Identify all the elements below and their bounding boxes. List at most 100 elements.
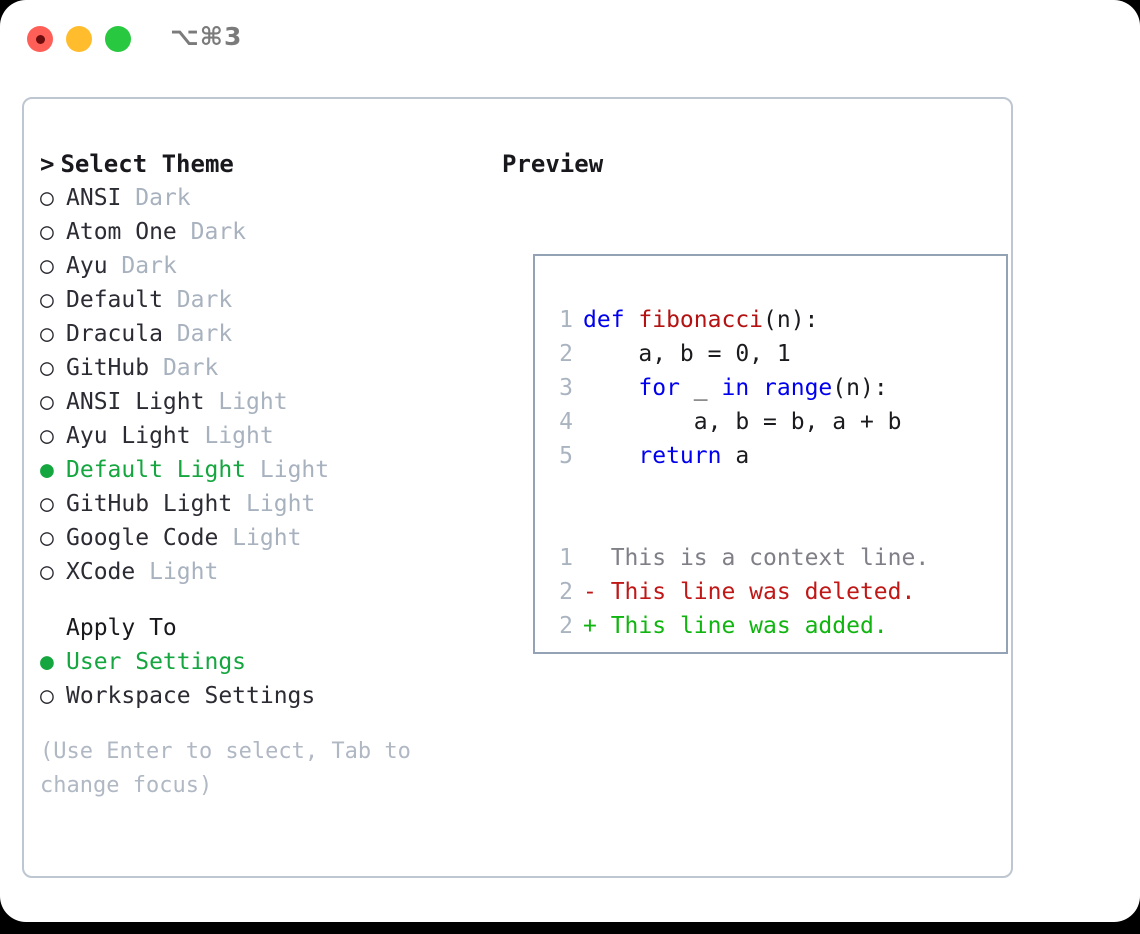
theme-list-heading: >Select Theme	[40, 147, 490, 181]
radio-icon: ○	[40, 287, 54, 313]
theme-list-column: >Select Theme ○ ANSI Dark ○ Atom One Dark …	[40, 147, 490, 803]
code-line: 1 def fibonacci(n):	[549, 303, 929, 337]
close-button[interactable]	[27, 26, 53, 52]
theme-option-label: Atom One	[66, 219, 177, 245]
title-bar: ⌥⌘3	[0, 0, 1140, 78]
theme-option-tag: Dark	[135, 185, 191, 211]
radio-icon-selected: ●	[40, 649, 54, 675]
theme-option-tag: Dark	[162, 355, 219, 381]
code-token: def	[583, 307, 639, 333]
line-number: 2	[559, 613, 573, 639]
apply-to-option-workspace-settings[interactable]: ○ Workspace Settings	[40, 679, 490, 713]
theme-list: ○ ANSI Dark ○ Atom One Dark ○ Ayu Dark ○ Def…	[40, 181, 490, 589]
minimize-button[interactable]	[66, 26, 92, 52]
code-line: 3 for _ in range(n):	[549, 371, 929, 405]
theme-option-label: XCode	[66, 559, 136, 585]
code-token	[583, 443, 638, 469]
diff-text: This line was added.	[596, 613, 888, 639]
theme-option-label: Google Code	[66, 525, 219, 551]
code-token: _	[679, 375, 722, 401]
keyboard-hint-text: (Use Enter to select, Tab to change focu…	[40, 739, 425, 798]
theme-option-tag: Light	[218, 389, 288, 415]
theme-option-label: Ayu Light	[66, 423, 191, 449]
theme-option-label: Default	[66, 287, 163, 313]
theme-option-ayu-light[interactable]: ○ Ayu Light Light	[40, 419, 490, 453]
hint-spacer	[40, 713, 490, 735]
line-number: 2	[559, 579, 573, 605]
code-line: 2 a, b = 0, 1	[549, 337, 929, 371]
theme-option-label: ANSI	[66, 185, 122, 211]
theme-option-atom-one-dark[interactable]: ○Atom One Dark	[40, 215, 490, 249]
theme-option-tag: Light	[204, 423, 274, 449]
theme-option-default-dark[interactable]: ○ Default Dark	[40, 283, 490, 317]
theme-option-ansi-dark[interactable]: ○ ANSI Dark	[40, 181, 490, 215]
theme-option-tag: Dark	[121, 253, 177, 279]
caret-icon: >	[40, 150, 55, 178]
apply-to-option-user-settings[interactable]: ● User Settings	[40, 645, 490, 679]
theme-option-label: Ayu	[66, 253, 108, 279]
diff-sign: -	[583, 579, 597, 605]
radio-icon: ○	[40, 423, 54, 449]
diff-sign: +	[583, 613, 597, 639]
code-token: return	[638, 443, 722, 469]
theme-option-label: Dracula	[66, 321, 163, 347]
radio-icon: ○	[40, 185, 54, 211]
diff-line-context: 1 This is a context line.	[549, 541, 929, 575]
theme-option-dracula-dark[interactable]: ○Dracula Dark	[40, 317, 490, 351]
code-token: for	[638, 375, 680, 401]
code-token	[583, 375, 638, 401]
theme-option-github-light[interactable]: ○GitHub Light Light	[40, 487, 490, 521]
theme-option-ansi-light[interactable]: ○ANSI Light Light	[40, 385, 490, 419]
apply-to-option-label: Workspace Settings	[66, 683, 316, 709]
theme-option-tag: Light	[232, 525, 302, 551]
theme-option-tag: Dark	[176, 287, 233, 313]
theme-option-google-code[interactable]: ○ Google Code Light	[40, 521, 490, 555]
radio-icon: ○	[40, 525, 54, 551]
diff-sign	[583, 545, 597, 571]
theme-option-github-dark[interactable]: ○ GitHub Dark	[40, 351, 490, 385]
window-controls	[27, 26, 131, 52]
theme-option-label: ANSI Light	[66, 389, 205, 415]
apply-to-list: ● User Settings ○ Workspace Settings	[40, 645, 490, 713]
code-line: 4 a, b = b, a + b	[549, 405, 929, 439]
code-line: 5 return a	[549, 439, 929, 473]
section-spacer	[40, 589, 490, 611]
code-token: (n):	[763, 307, 819, 333]
radio-icon: ○	[40, 321, 54, 347]
line-number: 2	[559, 341, 573, 367]
page-title: Select Theme	[60, 150, 234, 178]
radio-icon: ○	[40, 219, 54, 245]
theme-option-label: Default Light	[66, 457, 247, 483]
theme-option-label: GitHub	[66, 355, 150, 381]
theme-option-default-light[interactable]: ●Default Light Light	[40, 453, 490, 487]
code-token: a, b = 0, 1	[583, 341, 791, 367]
theme-selector-panel: >Select Theme ○ ANSI Dark ○ Atom One Dark …	[22, 97, 1013, 878]
diff-text: This line was deleted.	[596, 579, 916, 605]
theme-option-tag: Light	[149, 559, 219, 585]
line-number: 3	[559, 375, 573, 401]
apply-to-heading: Apply To	[66, 615, 177, 641]
code-token: fibonacci	[638, 307, 764, 333]
radio-icon: ○	[40, 355, 54, 381]
keyboard-shortcut-label: ⌥⌘3	[170, 22, 243, 51]
code-token: in	[721, 375, 750, 401]
theme-option-ayu-dark[interactable]: ○ Ayu Dark	[40, 249, 490, 283]
line-number: 4	[559, 409, 573, 435]
line-number: 1	[559, 307, 573, 333]
code-token: a, b = b, a + b	[583, 409, 902, 435]
apply-to-option-label: User Settings	[66, 649, 247, 675]
line-number: 5	[559, 443, 573, 469]
radio-icon: ○	[40, 491, 54, 517]
maximize-button[interactable]	[105, 26, 131, 52]
theme-option-tag: Light	[246, 491, 316, 517]
diff-line-deleted: 2- This line was deleted.	[549, 575, 929, 609]
radio-icon: ○	[40, 253, 54, 279]
code-blank-line	[549, 507, 929, 541]
radio-icon: ○	[40, 683, 54, 709]
code-token: (n):	[832, 375, 888, 401]
theme-option-tag: Light	[259, 457, 330, 483]
theme-option-xcode[interactable]: ○XCode Light	[40, 555, 490, 589]
